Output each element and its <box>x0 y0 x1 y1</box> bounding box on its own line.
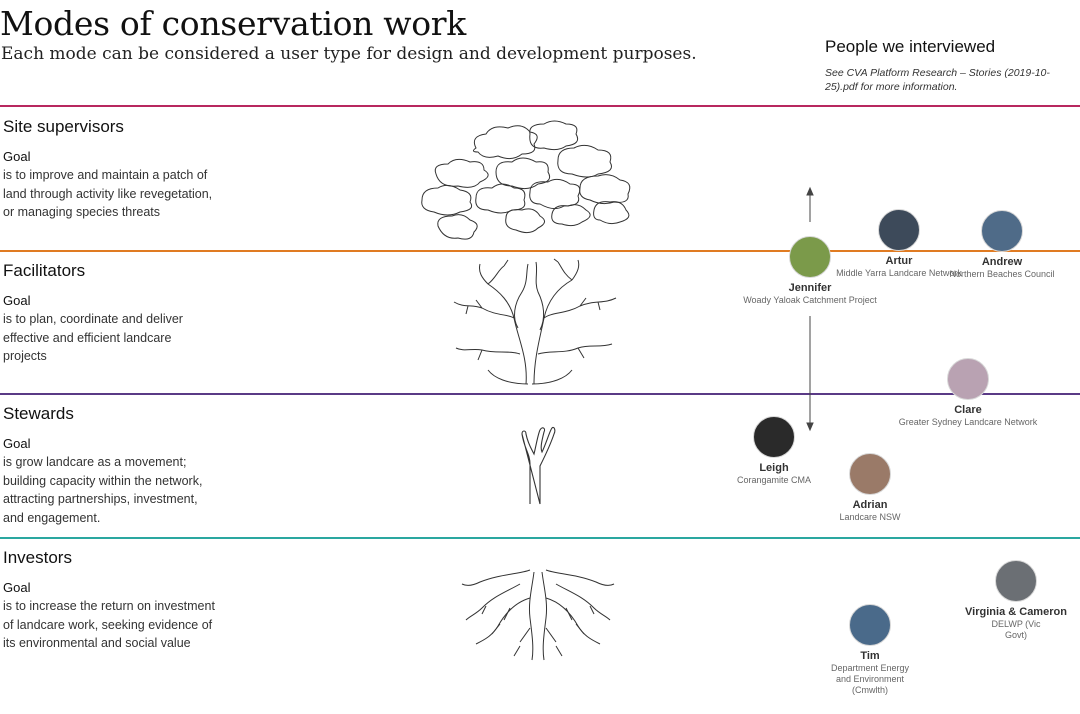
interviewed-heading: People we interviewed <box>825 37 996 56</box>
interviewed-note: See CVA Platform Research – Stories (201… <box>825 67 1050 93</box>
person-card: Leigh Corangamite CMA <box>704 416 844 486</box>
goal-label: Goal <box>3 293 31 308</box>
stewards-divider <box>0 393 1080 395</box>
mode-site-supervisors: Site supervisors Goal is to improve and … <box>3 117 218 222</box>
person-name: Jennifer <box>788 282 832 294</box>
person-name: Leigh <box>759 462 789 474</box>
mode-name: Stewards <box>3 404 74 423</box>
person-name: Artur <box>885 255 913 267</box>
page-subtitle: Each mode can be considered a user type … <box>1 44 697 64</box>
mode-stewards: Stewards Goal is grow landcare as a move… <box>3 404 218 527</box>
person-card: Jennifer Woady Yaloak Catchment Project <box>740 236 880 306</box>
mode-investors: Investors Goal is to increase the return… <box>3 548 218 653</box>
person-org: DELWP (Vic Govt) <box>991 619 1041 640</box>
goal-text: is to increase the return on investment … <box>3 599 215 650</box>
person-org: Northern Beaches Council <box>949 269 1055 279</box>
person-name: Tim <box>860 650 880 662</box>
cloud-canopy-icon <box>421 120 631 240</box>
goal-label: Goal <box>3 580 31 595</box>
goal-text: is to improve and maintain a patch of la… <box>3 168 213 219</box>
avatar <box>947 358 989 400</box>
person-name: Adrian <box>852 499 888 511</box>
goal-text: is to plan, coordinate and deliver effec… <box>3 312 183 363</box>
person-name: Clare <box>954 404 982 416</box>
person-name: Andrew <box>981 256 1023 268</box>
mode-name: Site supervisors <box>3 117 124 136</box>
site-supervisors-divider <box>0 105 1080 107</box>
avatar <box>849 604 891 646</box>
avatar <box>878 209 920 251</box>
person-org: Corangamite CMA <box>736 475 812 485</box>
facilitators-divider <box>0 250 1080 252</box>
person-org: Greater Sydney Landcare Network <box>898 417 1038 427</box>
person-card: Clare Greater Sydney Landcare Network <box>898 358 1038 428</box>
mode-facilitators: Facilitators Goal is to plan, coordinate… <box>3 261 218 366</box>
person-card: Virginia & Cameron DELWP (Vic Govt) <box>960 560 1072 641</box>
avatar <box>849 453 891 495</box>
goal-label: Goal <box>3 149 31 164</box>
investors-divider <box>0 537 1080 539</box>
roots-icon <box>461 569 615 661</box>
mode-name: Investors <box>3 548 72 567</box>
mode-name: Facilitators <box>3 261 86 280</box>
person-card: Artur Middle Yarra Landcare Network <box>829 209 969 279</box>
person-org: Department Energy and Environment (Cmwlt… <box>830 663 910 695</box>
person-org: Middle Yarra Landcare Network <box>836 268 962 278</box>
avatar <box>995 560 1037 602</box>
avatar <box>981 210 1023 252</box>
page-title: Modes of conservation work <box>0 4 466 43</box>
trunk-icon <box>521 426 556 505</box>
person-card: Adrian Landcare NSW <box>800 453 940 523</box>
person-org: Woady Yaloak Catchment Project <box>743 295 877 305</box>
person-name: Virginia & Cameron <box>965 606 1067 618</box>
avatar <box>753 416 795 458</box>
branching-tree-icon <box>453 258 617 385</box>
goal-text: is grow landcare as a movement; building… <box>3 455 203 525</box>
goal-label: Goal <box>3 436 31 451</box>
person-card: Andrew Northern Beaches Council <box>932 210 1072 280</box>
person-card: Tim Department Energy and Environment (C… <box>800 604 940 696</box>
avatar <box>789 236 831 278</box>
person-org: Landcare NSW <box>839 512 901 522</box>
